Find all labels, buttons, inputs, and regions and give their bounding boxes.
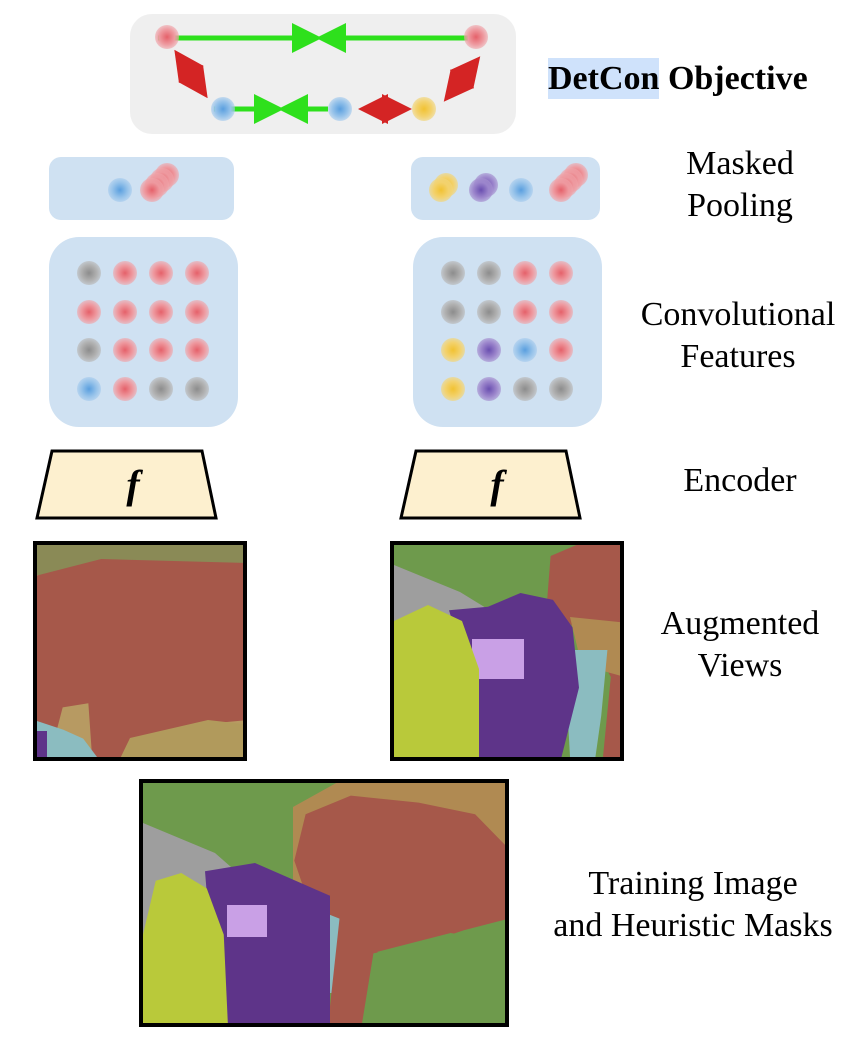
feature-red-dot — [513, 299, 537, 324]
feature-red-dot — [113, 299, 137, 324]
node-view1-red — [155, 25, 179, 49]
objective-title: DetCon Objective — [548, 58, 848, 100]
feature-gray-dot — [549, 376, 573, 401]
feature-red-dot — [549, 261, 573, 285]
feature-red-dot — [113, 261, 137, 285]
feature-gray-dot — [477, 299, 501, 324]
feature-panel-left — [49, 237, 238, 427]
label-line: and Heuristic Masks — [553, 907, 833, 944]
feature-red-dot — [549, 338, 573, 362]
feature-red-dot — [113, 376, 137, 401]
edge-yellow-red-repel — [443, 56, 481, 102]
label-encoder: Encoder — [683, 462, 797, 499]
feature-purple-dot — [477, 338, 501, 362]
feature-purple-dot — [477, 376, 501, 401]
feature-gray-dot — [77, 261, 101, 285]
objective-word: Objective — [667, 60, 808, 97]
feature-blue-dot — [77, 376, 101, 401]
encoder-symbol: f — [126, 462, 143, 507]
mask-person — [394, 605, 479, 757]
feature-blue-dot — [513, 338, 537, 362]
pooled-red-vector — [549, 178, 573, 202]
feature-gray-dot — [441, 261, 465, 285]
pooled-yellow-vector — [429, 178, 453, 202]
pooled-purple-vector — [469, 178, 493, 202]
label-augmented-views: Augmented Views — [640, 603, 840, 687]
feature-panel-right — [413, 237, 602, 427]
mask-music-stand — [227, 905, 267, 937]
node-view2-red — [464, 25, 488, 49]
feature-red-dot — [113, 338, 137, 362]
augmented-view-left — [33, 541, 247, 761]
node-view2-yellow — [412, 97, 436, 121]
feature-red-dot — [149, 338, 173, 362]
feature-red-dot — [513, 261, 537, 285]
feature-gray-dot — [513, 376, 537, 401]
feature-red-dot — [77, 299, 101, 324]
pooled-blue-vector — [509, 178, 533, 202]
mask-music-stand — [472, 639, 524, 679]
feature-red-dot — [185, 338, 209, 362]
feature-yellow-dot — [441, 376, 465, 401]
label-line: Masked — [686, 145, 794, 182]
encoder-left: f — [35, 449, 218, 520]
label-line: Views — [697, 647, 783, 684]
label-line: Training Image — [588, 865, 798, 902]
label-training-image: Training Image and Heuristic Masks — [520, 863, 866, 947]
detcon-highlight: DetCon — [548, 58, 660, 99]
feature-gray-dot — [77, 338, 101, 362]
pooled-red-vector — [140, 178, 164, 202]
feature-gray-dot — [149, 376, 173, 401]
node-view1-blue — [211, 97, 235, 121]
pooled-blue-vector — [108, 178, 132, 202]
label-line: Augmented — [660, 605, 820, 642]
feature-red-dot — [549, 299, 573, 324]
feature-red-dot — [149, 299, 173, 324]
node-view2-blue — [328, 97, 352, 121]
training-image — [139, 779, 509, 1027]
label-line: Features — [680, 338, 796, 375]
feature-gray-dot — [441, 299, 465, 324]
augmented-view-right — [390, 541, 624, 761]
mask-piano — [37, 731, 47, 757]
encoder-symbol: f — [490, 462, 507, 507]
edge-red-blue-repel — [174, 49, 208, 99]
label-masked-pooling: Masked Pooling — [640, 143, 840, 227]
objective-graph — [158, 23, 481, 124]
feature-yellow-dot — [441, 338, 465, 362]
label-line: Pooling — [687, 187, 793, 224]
feature-red-dot — [185, 299, 209, 324]
label-convolutional-features: Convolutional Features — [620, 294, 856, 378]
encoder-right: f — [399, 449, 582, 520]
label-line: Convolutional — [640, 296, 836, 333]
feature-gray-dot — [477, 261, 501, 285]
feature-red-dot — [185, 261, 209, 285]
feature-gray-dot — [185, 376, 209, 401]
feature-red-dot — [149, 261, 173, 285]
